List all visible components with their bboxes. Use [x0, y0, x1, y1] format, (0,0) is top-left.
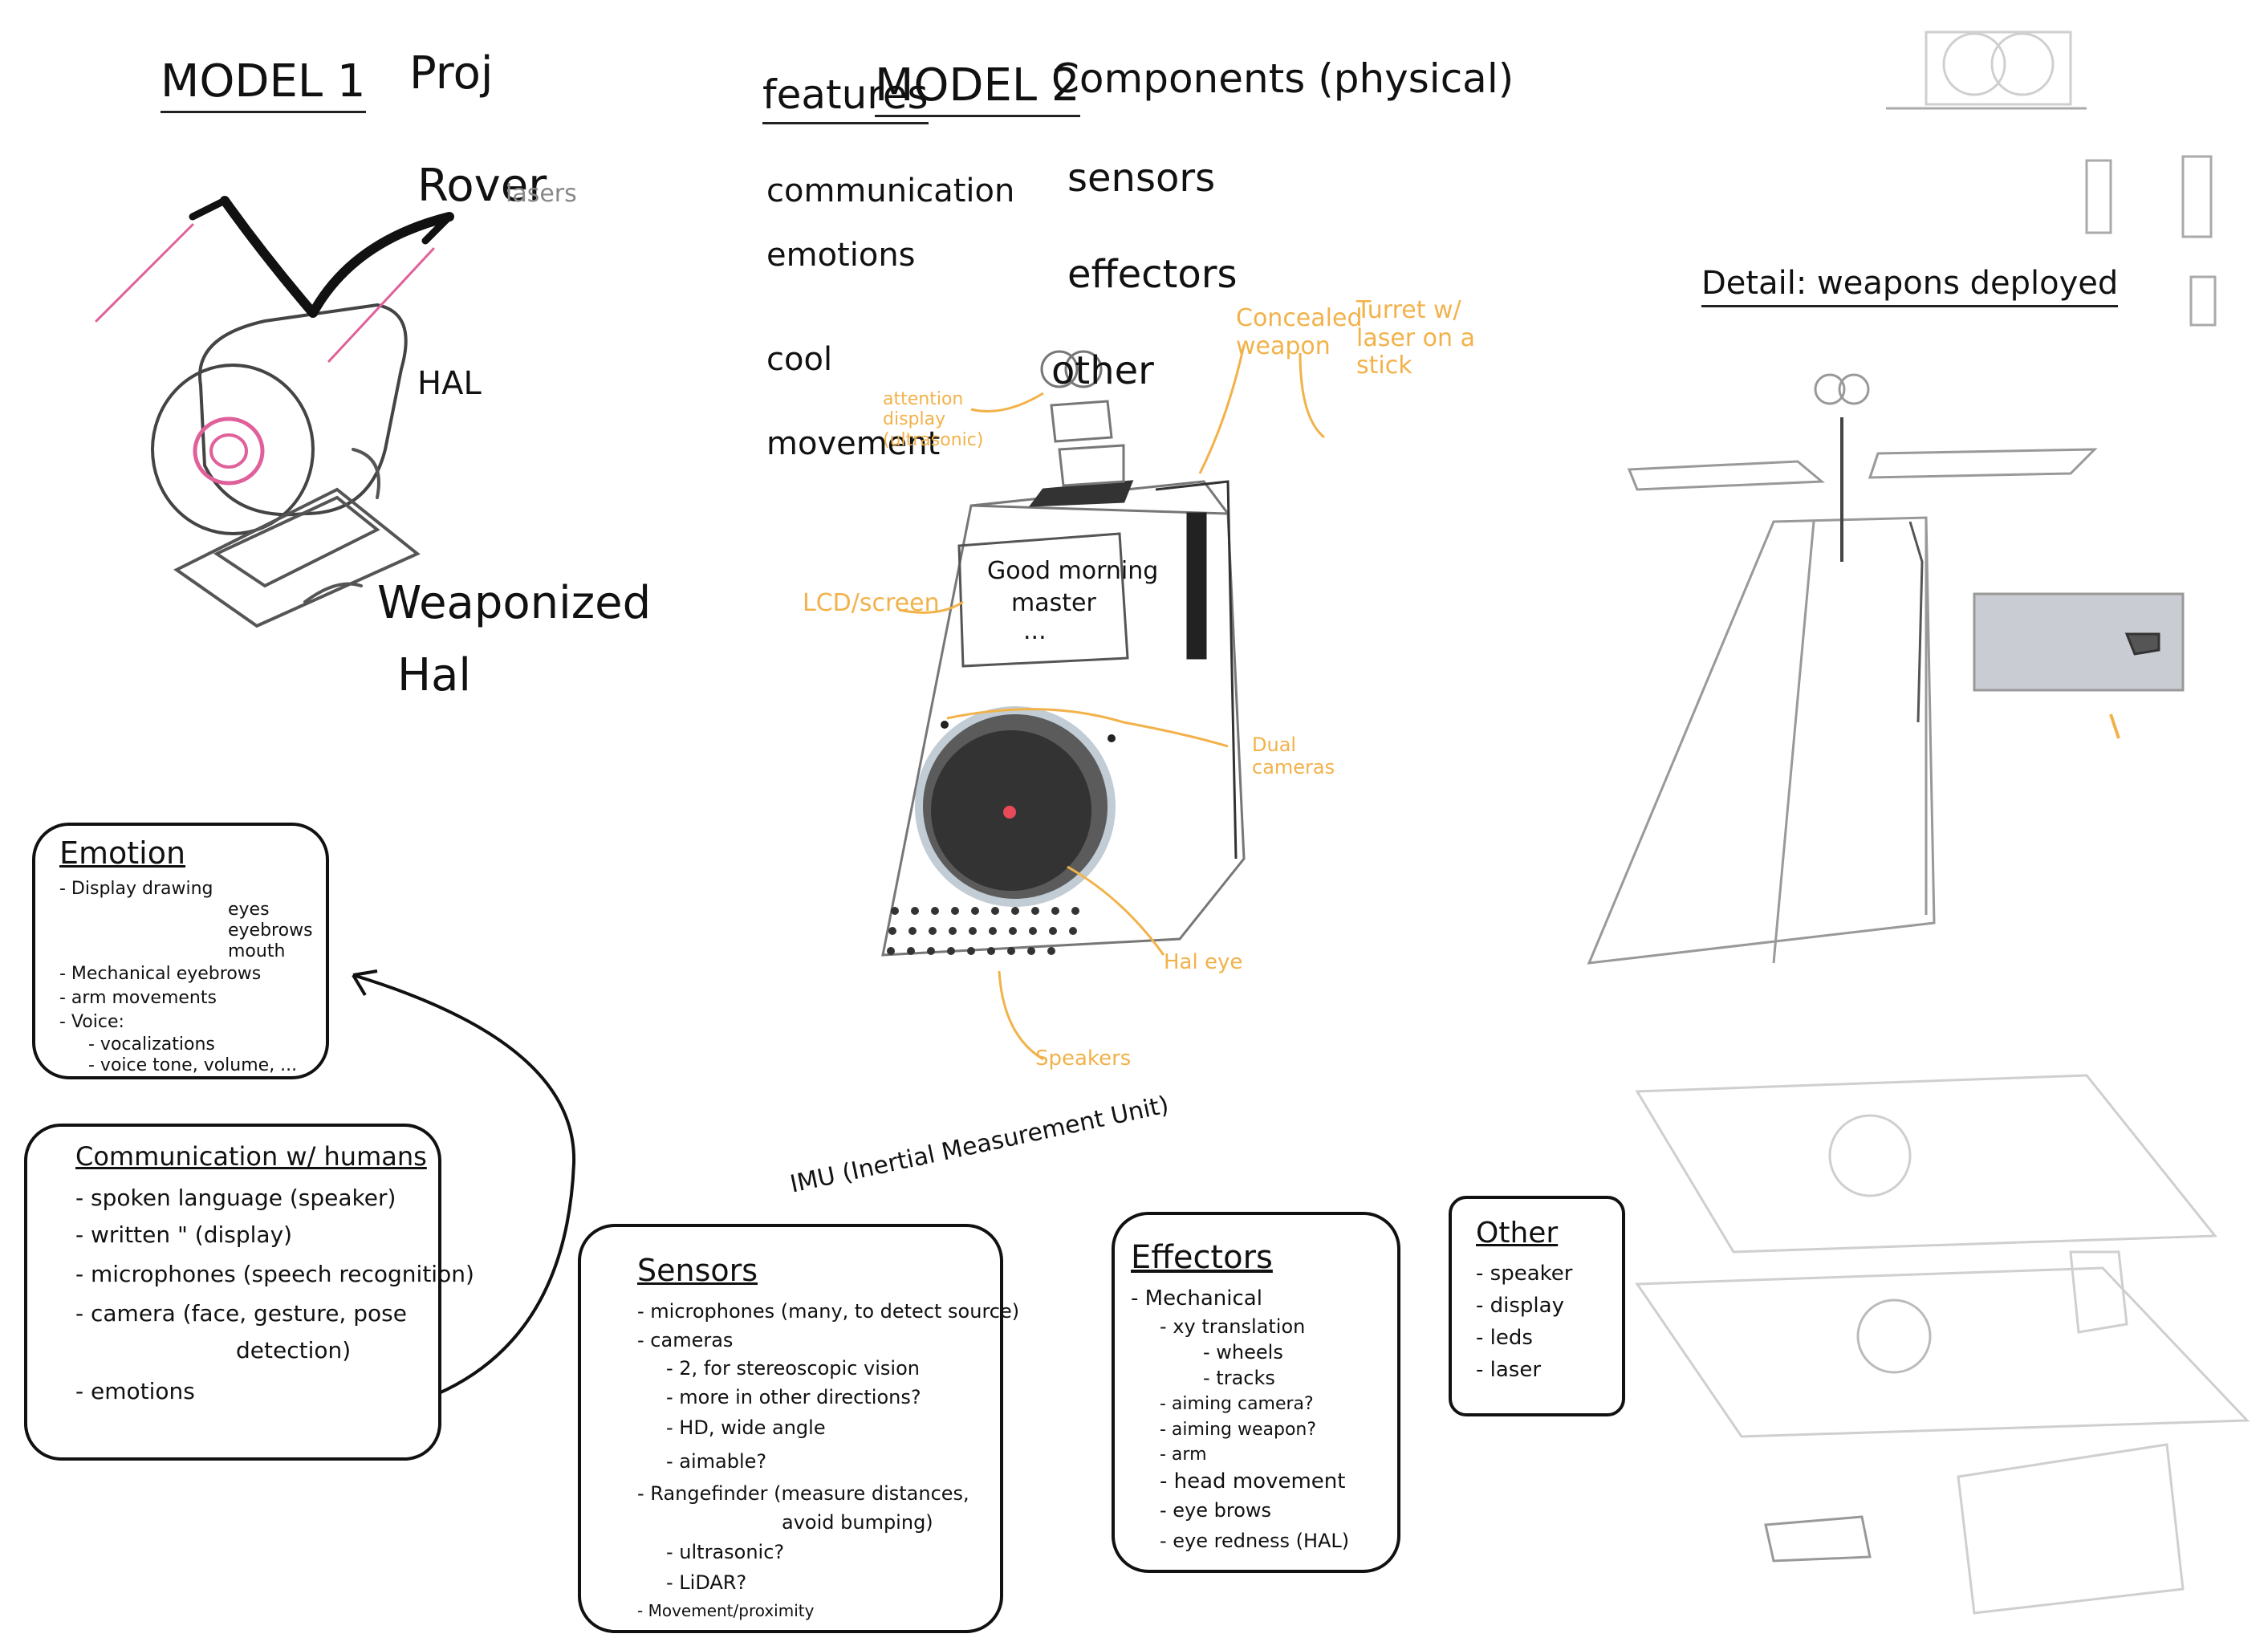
component-item: sensors [1067, 156, 1216, 201]
list-item: - Movement/proximity [637, 1601, 815, 1620]
list-item: eyebrows [228, 921, 313, 941]
communication-box-list: - spoken language (speaker) - written " … [75, 1180, 474, 1414]
list-item: - aimable? [666, 1450, 767, 1473]
label-weaponized: Weaponized [377, 577, 652, 629]
list-item: - head movement [1160, 1469, 1346, 1494]
feature-item: cool [766, 341, 833, 378]
list-item: detection) [236, 1337, 352, 1363]
list-item: - laser [1476, 1358, 1542, 1382]
list-item: - camera (face, gesture, pose [75, 1300, 407, 1327]
communication-box-title: Communication w/ humans [75, 1141, 427, 1172]
screen-text: Good morning [987, 557, 1159, 585]
feature-item: communication [766, 173, 1015, 209]
emotion-box: Emotion - Display drawing eyes eyebrows … [32, 823, 329, 1079]
component-item: effectors [1067, 252, 1238, 297]
annotation-turret: Turret w/ laser on a stick [1356, 296, 1475, 380]
component-item: other [1051, 348, 1154, 393]
annotation-hal-eye: Hal eye [1164, 950, 1243, 974]
list-item: - cameras [637, 1329, 734, 1351]
list-item: - HD, wide angle [666, 1416, 826, 1439]
list-item: - tracks [1203, 1367, 1275, 1389]
list-item: - Voice: [59, 1012, 124, 1032]
emotion-box-list: - Display drawing eyes eyebrows mouth - … [59, 879, 313, 1076]
list-item: - Rangefinder (measure distances, [637, 1482, 969, 1505]
heading-components: Components (physical) [1051, 55, 1514, 102]
effectors-box-list: - Mechanical - xy translation - wheels -… [1131, 1284, 1381, 1557]
list-item: - more in other directions? [666, 1386, 921, 1408]
effectors-box-title: Effectors [1131, 1239, 1273, 1276]
emotion-box-title: Emotion [59, 835, 186, 871]
feature-item: emotions [766, 237, 916, 274]
list-item: - Display drawing [59, 879, 213, 899]
speaker-grille [887, 907, 1079, 955]
heading-model2: MODEL 2 [875, 59, 1080, 118]
other-box-list: - speaker - display - leds - laser [1476, 1258, 1609, 1386]
heading-features: features [762, 71, 929, 124]
list-item: - display [1476, 1294, 1564, 1318]
list-item: - microphones (many, to detect source) [637, 1300, 1020, 1323]
label-lasers: lasers [506, 180, 577, 208]
list-item: - arm movements [59, 988, 217, 1008]
list-item: avoid bumping) [782, 1511, 933, 1534]
heading-detail: Detail: weapons deployed [1701, 265, 2119, 307]
effectors-box: Effectors - Mechanical - xy translation … [1112, 1212, 1400, 1573]
list-item: - speaker [1476, 1262, 1573, 1286]
list-item: mouth [228, 941, 286, 961]
list-item: - LiDAR? [666, 1571, 747, 1594]
screen-text: ... [1023, 617, 1047, 645]
list-item: - 2, for stereoscopic vision [666, 1357, 920, 1380]
annotation-lcd: LCD/screen [803, 589, 940, 617]
list-item: - written " (display) [75, 1221, 293, 1248]
list-item: - aiming weapon? [1160, 1420, 1317, 1440]
other-box-title: Other [1476, 1217, 1559, 1250]
communication-box: Communication w/ humans - spoken languag… [24, 1124, 474, 1461]
label-weaponized-hal: Hal [397, 649, 471, 701]
label-rover: Rover [417, 160, 547, 212]
list-item: - leds [1476, 1326, 1533, 1350]
annotation-attention-display: attention display (ultrasonic) [883, 389, 984, 450]
annotation-speakers: Speakers [1035, 1046, 1132, 1071]
list-item: - xy translation [1160, 1315, 1306, 1338]
list-item: - arm [1160, 1445, 1207, 1465]
sensors-box-list: - microphones (many, to detect source) -… [637, 1296, 1020, 1624]
list-item: - voice tone, volume, ... [88, 1055, 298, 1075]
label-hal: HAL [417, 365, 482, 402]
annotation-dual-cameras: Dual cameras [1252, 734, 1335, 778]
list-item: - wheels [1203, 1341, 1283, 1363]
model1-robot-sketch [95, 196, 454, 628]
list-item: - Mechanical [1131, 1286, 1262, 1311]
other-box: Other - speaker - display - leds - laser [1449, 1196, 1625, 1416]
sensors-box-title: Sensors [637, 1253, 758, 1288]
faint-pencil-sketches [1635, 30, 2250, 1615]
list-item: - microphones (speech recognition) [75, 1261, 474, 1287]
heading-model1: MODEL 1 [161, 55, 366, 114]
list-item: - Mechanical eyebrows [59, 964, 262, 984]
weapons-deployed-sketch [1587, 373, 2185, 965]
annotation-concealed-weapon: Concealed weapon [1236, 304, 1363, 360]
list-item: - eye brows [1160, 1499, 1272, 1522]
feature-item: movement [766, 425, 941, 462]
list-item: - aiming camera? [1160, 1394, 1314, 1414]
list-item: - spoken language (speaker) [75, 1185, 396, 1211]
model2-robot-sketch [881, 350, 1246, 957]
heading-proj: Proj [409, 47, 494, 100]
sensors-box: Sensors - microphones (many, to detect s… [578, 1224, 1020, 1633]
list-item: - vocalizations [88, 1034, 215, 1055]
list-item: - ultrasonic? [666, 1541, 785, 1563]
list-item: eyes [228, 900, 270, 920]
list-item: - eye redness (HAL) [1160, 1530, 1350, 1552]
screen-text: master [1011, 589, 1096, 617]
list-item: - emotions [75, 1378, 195, 1404]
